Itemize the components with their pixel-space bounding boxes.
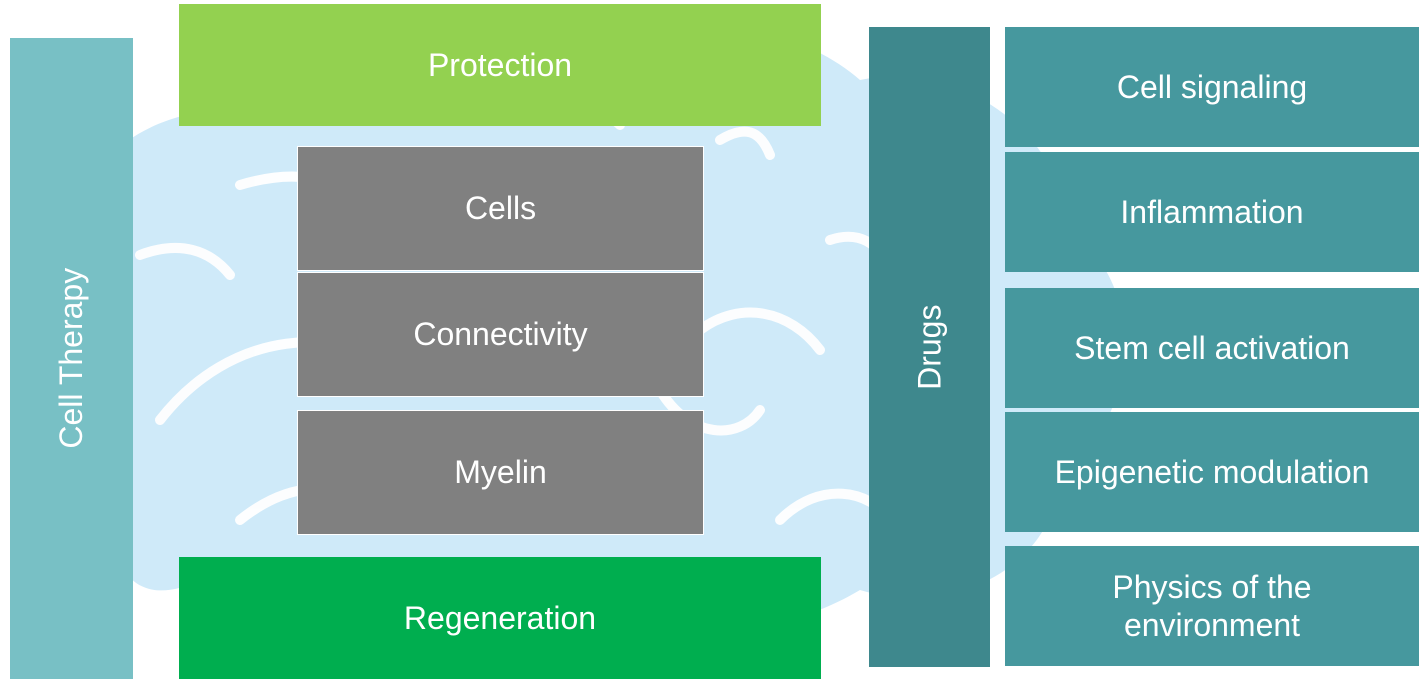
protection-label: Protection <box>427 46 573 83</box>
inflammation-box: Inflammation <box>1005 152 1419 272</box>
drugs-label: Drugs <box>911 304 948 390</box>
stem-cell-activation-box: Stem cell activation <box>1005 288 1419 408</box>
connectivity-box: Connectivity <box>297 272 704 397</box>
cells-box: Cells <box>297 146 704 271</box>
physics-environment-label: Physics of the environment <box>1112 568 1312 643</box>
regeneration-label: Regeneration <box>403 599 597 636</box>
connectivity-label: Connectivity <box>413 316 588 353</box>
regeneration-box: Regeneration <box>179 557 821 679</box>
stem-cell-activation-label: Stem cell activation <box>1074 329 1350 366</box>
cell-therapy-label: Cell Therapy <box>53 268 90 449</box>
drugs-bar: Drugs <box>869 27 990 667</box>
myelin-box: Myelin <box>297 410 704 535</box>
inflammation-label: Inflammation <box>1120 193 1304 230</box>
epigenetic-modulation-box: Epigenetic modulation <box>1005 412 1419 532</box>
physics-environment-box: Physics of the environment <box>1005 546 1419 666</box>
cell-therapy-bar: Cell Therapy <box>10 38 133 679</box>
cells-label: Cells <box>464 190 537 227</box>
protection-box: Protection <box>179 4 821 126</box>
epigenetic-modulation-label: Epigenetic modulation <box>1054 453 1370 490</box>
cell-signaling-box: Cell signaling <box>1005 27 1419 147</box>
myelin-label: Myelin <box>454 454 547 491</box>
cell-signaling-label: Cell signaling <box>1116 68 1308 105</box>
